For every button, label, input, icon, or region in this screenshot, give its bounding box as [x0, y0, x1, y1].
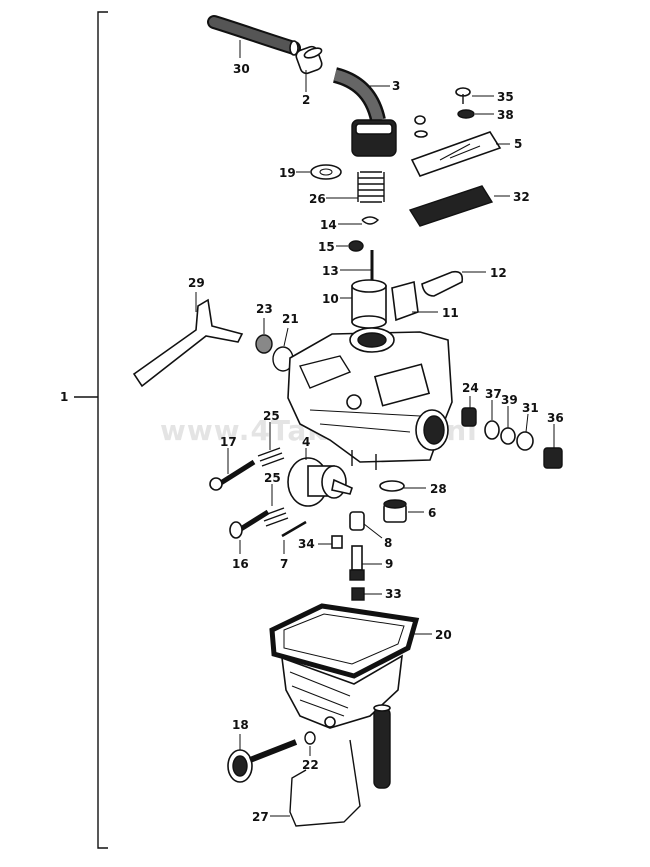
callout-13: 13 [322, 264, 339, 278]
callout-15: 15 [318, 240, 335, 254]
leader-lines [195, 40, 555, 817]
callout-18: 18 [232, 718, 249, 732]
screw-35 [455, 87, 471, 104]
plate-5 [410, 131, 502, 177]
callout-12: 12 [490, 266, 507, 280]
nut-15 [348, 240, 364, 252]
callout-34: 34 [298, 537, 315, 551]
callout-4: 4 [302, 435, 310, 449]
plate-12 [421, 270, 464, 297]
callout-37: 37 [485, 387, 502, 401]
callout-38: 38 [497, 108, 514, 122]
callout-21: 21 [282, 312, 299, 326]
cap-23 [255, 334, 273, 354]
callout-19: 19 [279, 166, 296, 180]
float-4 [287, 457, 353, 507]
callout-20: 20 [435, 628, 452, 642]
spring-26 [357, 171, 385, 203]
callout-3: 3 [392, 79, 400, 93]
choke-lever-29: OPEN [132, 298, 244, 388]
elbow-fitting-3 [332, 67, 397, 157]
callout-1: 1 [60, 390, 68, 404]
washer-28 [379, 480, 405, 492]
throttle-valve-10 [351, 279, 387, 329]
nut-36 [543, 447, 563, 469]
callout-16: 16 [232, 557, 249, 571]
washer-39 [500, 427, 516, 445]
washer-38 [457, 109, 475, 119]
callout-8: 8 [384, 536, 392, 550]
callout-30: 30 [233, 62, 250, 76]
callout-24: 24 [462, 381, 479, 395]
drain-screw-18 [227, 739, 298, 783]
callout-22: 22 [302, 758, 319, 772]
callout-29: 29 [188, 276, 205, 290]
callout-36: 36 [547, 411, 564, 425]
callout-labels: 1 30 2 3 35 38 5 19 26 32 14 15 13 12 10… [60, 62, 564, 824]
callout-32: 32 [513, 190, 530, 204]
callout-39: 39 [501, 393, 518, 407]
screw-34 [331, 535, 343, 549]
callout-23: 23 [256, 302, 273, 316]
clip-14 [361, 216, 380, 225]
callout-9: 9 [385, 557, 393, 571]
callout-25-upper: 25 [263, 409, 280, 423]
float-bowl [281, 654, 403, 729]
bracket-11 [391, 280, 419, 322]
callout-7: 7 [280, 557, 288, 571]
plate-screw [414, 115, 428, 138]
callout-11: 11 [442, 306, 459, 320]
jet-33 [351, 587, 365, 601]
callout-28: 28 [430, 482, 447, 496]
jet-9 [349, 545, 365, 581]
nut-24 [461, 407, 477, 427]
callout-5: 5 [514, 137, 522, 151]
screw-17 [209, 459, 256, 491]
float-bowl-gasket-20 [269, 603, 420, 679]
callout-17: 17 [220, 435, 237, 449]
callout-35: 35 [497, 90, 514, 104]
pin-7 [281, 520, 307, 538]
callout-10: 10 [322, 292, 339, 306]
screw-16 [229, 509, 270, 539]
assembly-bracket [74, 11, 108, 849]
callout-2: 2 [302, 93, 310, 107]
fuel-tube-30 [207, 15, 301, 56]
jet-6 [383, 499, 407, 523]
carburetor-body [287, 327, 453, 470]
callout-27: 27 [252, 810, 269, 824]
overflow-tube [373, 704, 391, 789]
callout-33: 33 [385, 587, 402, 601]
tube-clip-2 [295, 45, 323, 75]
callout-26: 26 [309, 192, 326, 206]
callout-14: 14 [320, 218, 337, 232]
oring-22 [304, 731, 316, 745]
callout-31: 31 [522, 401, 539, 415]
spring-25-upper [257, 447, 285, 467]
callout-25-lower: 25 [264, 471, 281, 485]
washer-37 [484, 420, 500, 440]
washer-31 [516, 431, 534, 451]
jet-8 [349, 511, 365, 531]
gasket-32 [408, 185, 494, 227]
callout-6: 6 [428, 506, 436, 520]
washer-19 [310, 164, 342, 180]
wire-clip-27 [289, 739, 361, 827]
